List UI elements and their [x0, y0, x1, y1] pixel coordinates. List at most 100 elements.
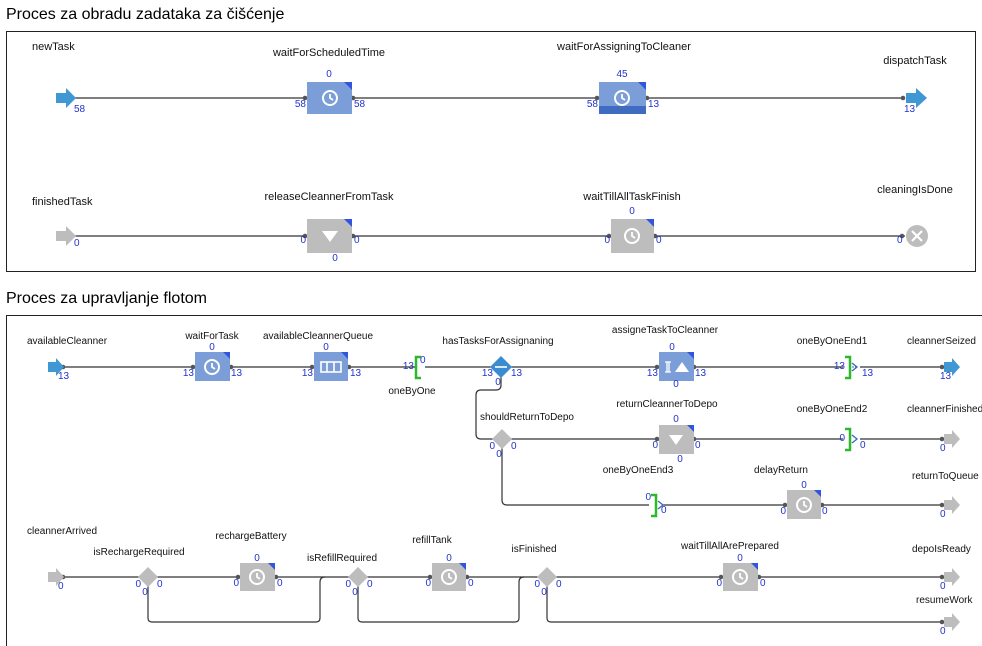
count: 0	[695, 440, 701, 451]
count: 13	[648, 99, 660, 110]
label-return-cleanner: returnCleannerToDepo	[616, 399, 718, 410]
count: 0	[495, 377, 501, 388]
count: 0	[940, 626, 946, 637]
wait-till-all-prepared-block	[723, 563, 758, 591]
count: 0	[511, 441, 517, 452]
finished-task-source-icon	[56, 226, 76, 246]
newtask-source-icon	[56, 88, 76, 108]
label-release-cleanner: releaseCleannerFromTask	[264, 191, 394, 203]
is-finished-decision-icon	[537, 567, 557, 587]
count: 0	[839, 433, 845, 444]
resume-work-sink-icon	[944, 613, 960, 631]
label-new-task: newTask	[32, 41, 75, 53]
count: 13	[58, 371, 70, 382]
recharge-battery-block	[240, 563, 275, 591]
count: 0	[780, 506, 786, 517]
available-cleanner-source-icon	[48, 358, 64, 376]
label-cleaning-is-done: cleaningIsDone	[877, 184, 953, 196]
one-by-one-end2-icon	[845, 427, 859, 452]
count: 58	[294, 99, 306, 110]
is-refill-required-decision-icon	[348, 567, 368, 587]
count: 0	[541, 587, 547, 598]
has-tasks-decision-icon	[490, 356, 512, 378]
count: 0	[534, 579, 540, 590]
label-wait-for-task: waitForTask	[185, 331, 239, 342]
count: 13	[904, 104, 916, 115]
count: 0	[367, 579, 373, 590]
count: 13	[182, 368, 194, 379]
count: 0	[940, 509, 946, 520]
count: 0	[629, 206, 635, 217]
count: 0	[860, 440, 866, 451]
count: 0	[677, 454, 683, 465]
label-wait-for-assigning: waitForAssigningToCleaner	[557, 41, 691, 53]
label-is-refill-required: isRefillRequired	[306, 553, 378, 564]
refill-tank-block	[432, 563, 466, 591]
cleanner-finished-sink-icon	[944, 430, 960, 448]
label-available-cleanner-queue: availableCleannerQueue	[262, 331, 374, 342]
count: 0	[157, 579, 163, 590]
count: 0	[673, 379, 679, 390]
label-finished-task: finishedTask	[32, 196, 93, 208]
one-by-one-bracket-icon	[414, 355, 421, 380]
count: 0	[326, 69, 332, 80]
count: 0	[277, 578, 283, 589]
count: 0	[760, 578, 766, 589]
cleanner-seized-sink-icon	[944, 358, 960, 376]
label-recharge-battery: rechargeBattery	[215, 531, 287, 542]
label-depo-is-ready: depoIsReady	[912, 544, 971, 555]
label-cleanner-finished: cleannerFinished	[907, 404, 982, 415]
count: 0	[489, 441, 495, 452]
count: 0	[332, 253, 338, 264]
count: 0	[604, 235, 610, 246]
depo-is-ready-sink-icon	[944, 568, 960, 586]
section-title-fleet-process: Proces za upravljanje flotom	[6, 290, 207, 307]
label-dispatch-task: dispatchTask	[883, 55, 947, 67]
count: 0	[446, 553, 452, 564]
count: 0	[661, 505, 667, 516]
count: 13	[231, 368, 243, 379]
count: 0	[897, 235, 903, 246]
one-by-one-end1-icon	[845, 355, 859, 380]
label-one-by-one-end3: oneByOneEnd3	[602, 465, 674, 476]
count: 58	[586, 99, 598, 110]
task-process-panel	[6, 31, 976, 272]
label-is-finished: isFinished	[511, 544, 557, 555]
count: 0	[496, 449, 502, 460]
label-wait-for-scheduled-time: waitForScheduledTime	[272, 47, 386, 59]
label-wait-till-all-prepared: waitTillAllArePrepared	[681, 541, 779, 552]
count: 0	[420, 355, 426, 366]
count: 58	[354, 99, 366, 110]
assigne-task-block	[659, 352, 694, 381]
return-cleanner-block	[659, 425, 694, 454]
count: 0	[135, 579, 141, 590]
count: 13	[833, 361, 845, 372]
label-assigne-task: assigneTaskToCleanner	[611, 325, 719, 336]
wait-till-all-task-finish-block	[611, 219, 654, 253]
count: 13	[940, 371, 952, 382]
dispatch-task-sink-icon	[906, 88, 927, 108]
count: 0	[254, 553, 260, 564]
return-to-queue-sink-icon	[944, 496, 960, 514]
count: 0	[737, 553, 743, 564]
count: 0	[142, 587, 148, 598]
wait-for-task-block	[195, 352, 230, 381]
count: 0	[716, 578, 722, 589]
count: 13	[511, 368, 523, 379]
should-return-decision-icon	[492, 429, 512, 449]
count: 0	[556, 579, 562, 590]
count: 0	[345, 579, 351, 590]
cleaning-done-sink-icon	[906, 225, 928, 247]
one-by-one-end3-icon	[651, 493, 665, 518]
available-cleanner-queue-block	[314, 352, 348, 381]
count: 0	[656, 235, 662, 246]
label-available-cleanner: availableCleanner	[27, 336, 108, 347]
label-one-by-one-end2: oneByOneEnd2	[796, 404, 868, 415]
wait-for-scheduled-time-block	[307, 82, 352, 114]
count: 13	[350, 368, 362, 379]
label-cleanner-seized: cleannerSeized	[907, 336, 976, 347]
wait-for-assigning-block	[599, 82, 646, 114]
count: 13	[402, 361, 414, 372]
count: 0	[209, 342, 215, 353]
count: 0	[940, 581, 946, 592]
